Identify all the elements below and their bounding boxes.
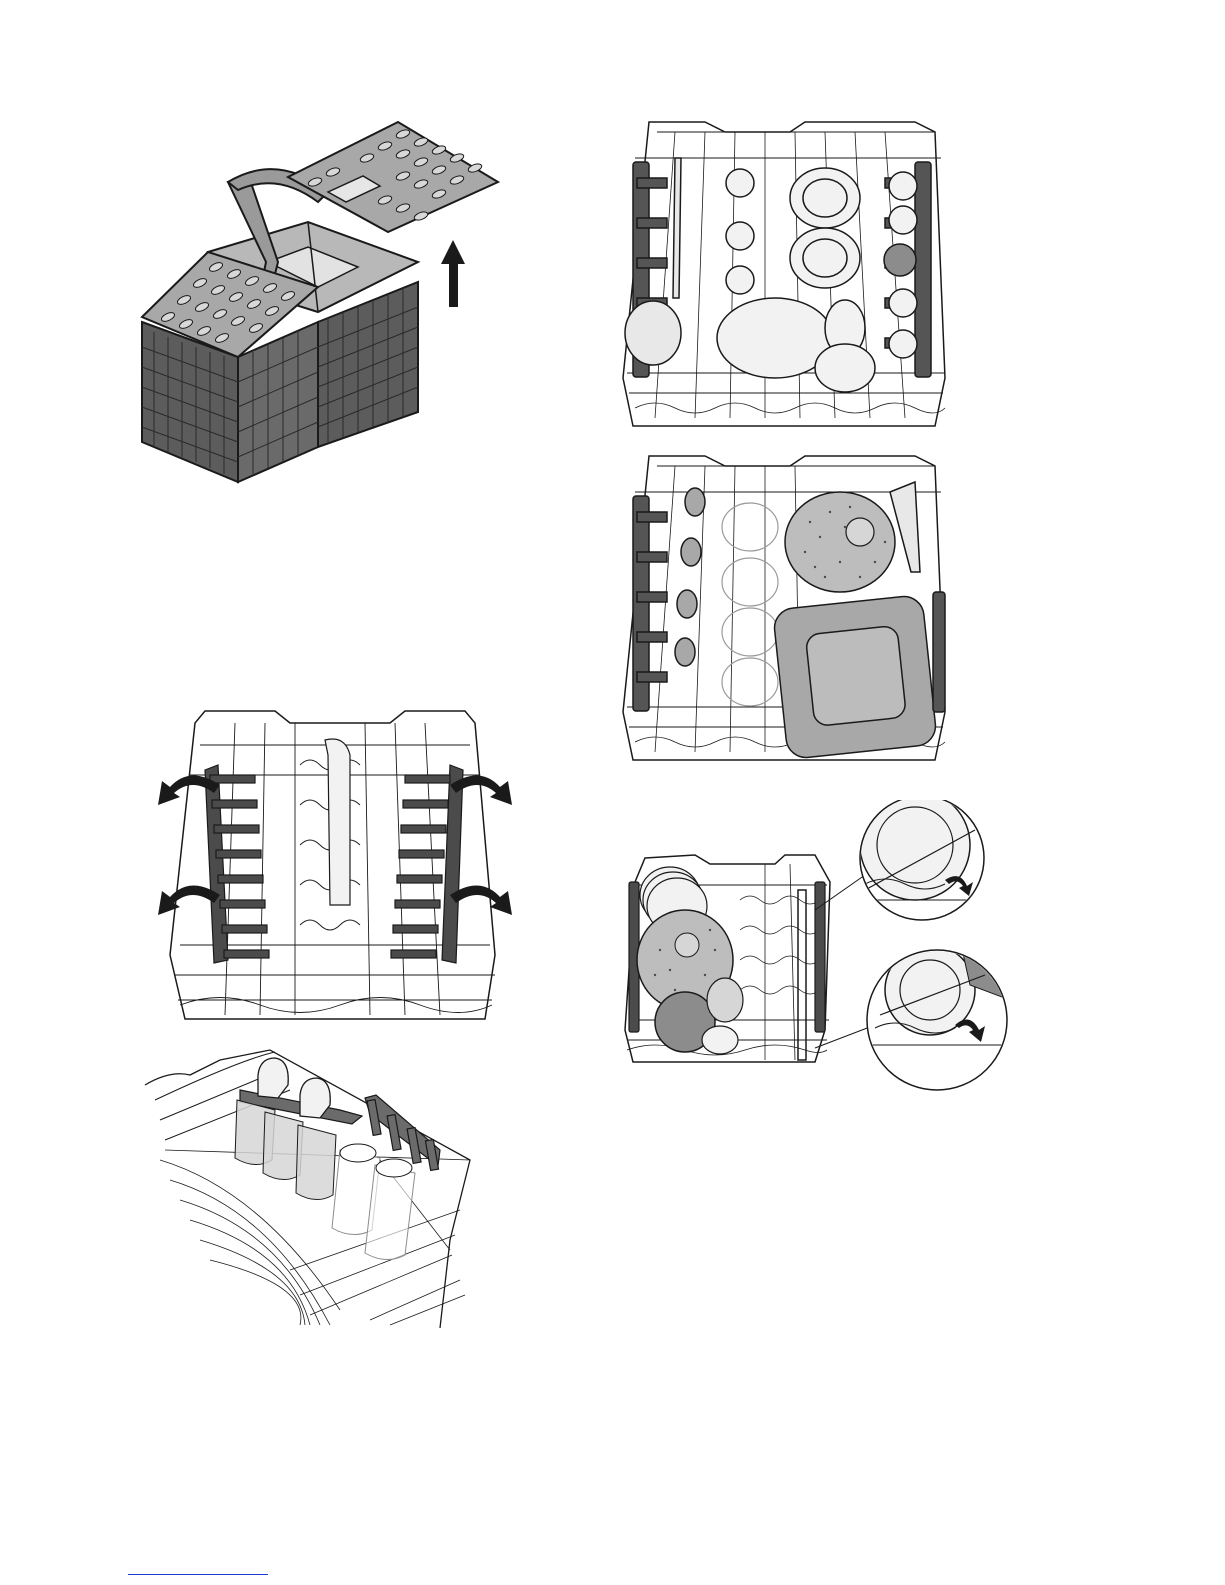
up-arrow-icon	[441, 240, 465, 307]
glass-holder-figure	[140, 1040, 480, 1330]
cutlery-basket-lid-up-arrow-icon	[128, 112, 508, 487]
detail-circle-bottom-icon	[867, 940, 1010, 1090]
glass-holder-rack-icon	[140, 1040, 480, 1330]
cutlery-basket-figure	[128, 112, 508, 487]
upper-basket-cups-plates-icon	[615, 118, 960, 430]
upper-basket-pans-figure	[615, 452, 960, 764]
upper-basket-cups-figure	[615, 118, 960, 430]
upper-basket-frying-pan-icon	[615, 452, 960, 764]
lower-basket-folding-racks-figure	[140, 705, 530, 1023]
lower-basket-plates-detail-figure	[615, 800, 1010, 1100]
lower-basket-folding-racks-arrows-icon	[140, 705, 530, 1023]
footer-link-rule[interactable]	[128, 1574, 268, 1575]
lower-basket-plate-row-detail-icon	[615, 800, 1010, 1100]
detail-circle-top-icon	[860, 800, 990, 920]
